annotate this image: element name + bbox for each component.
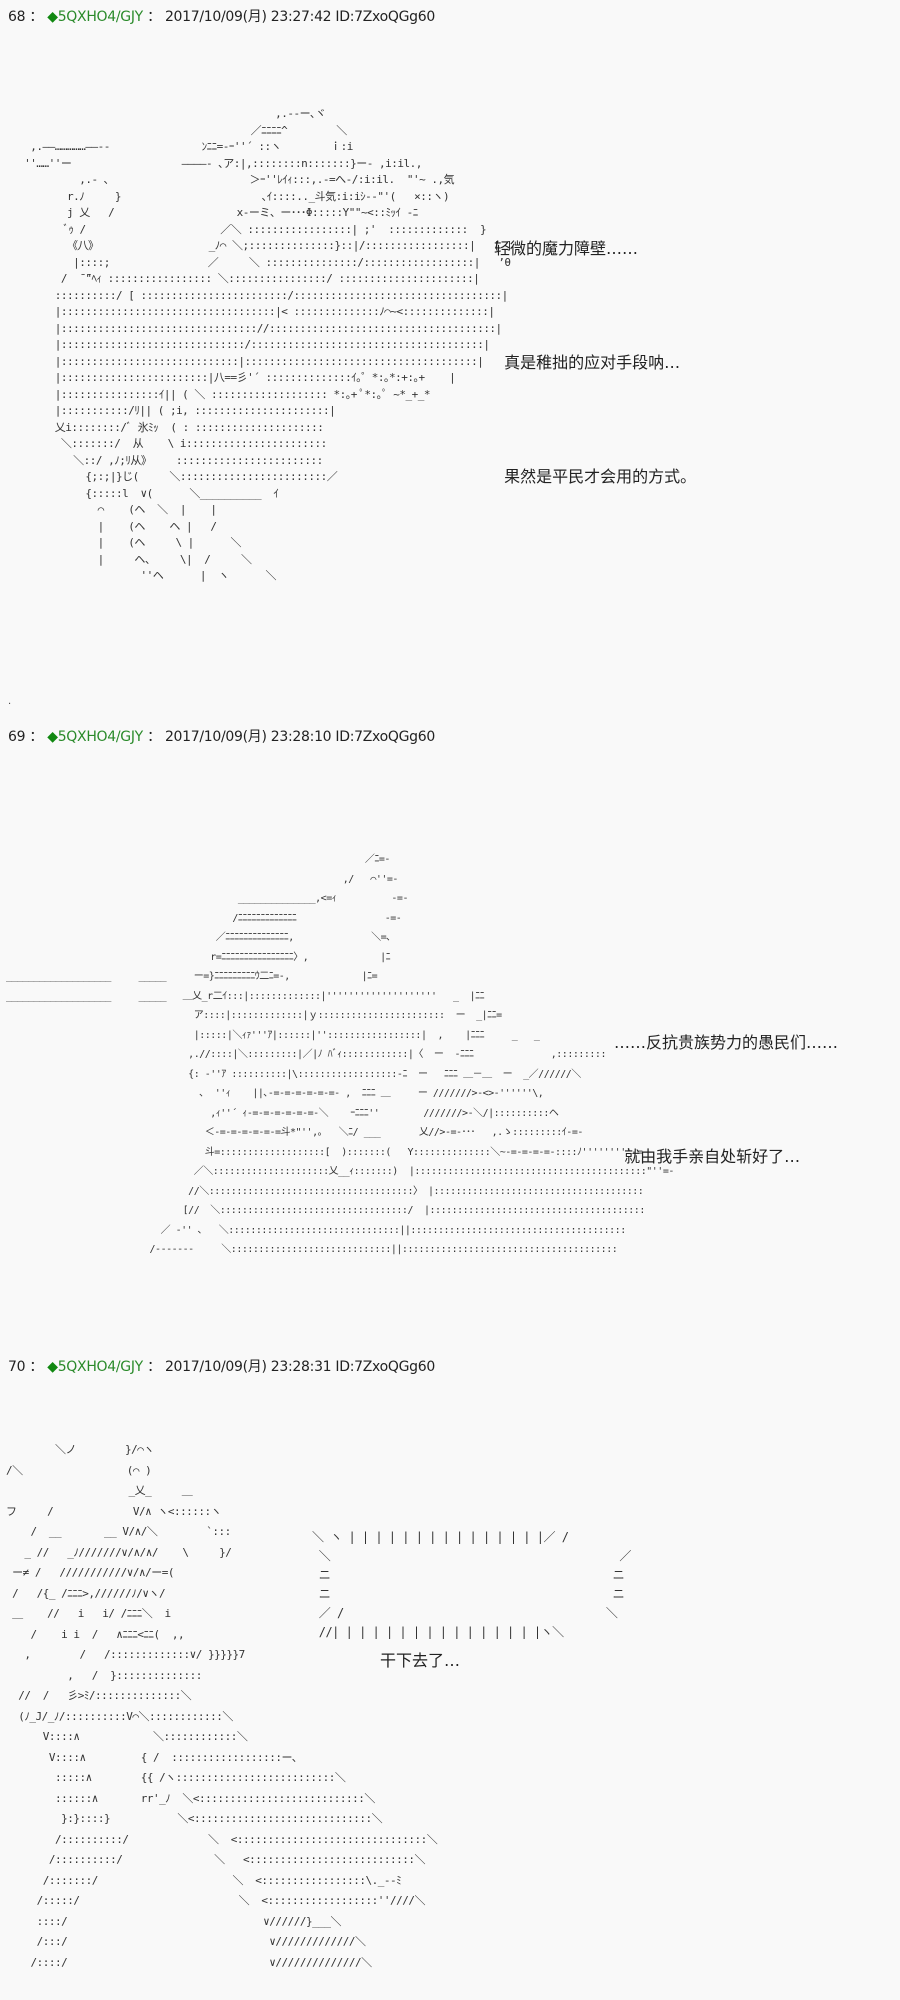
poster-trip[interactable]: 5QXHO4/GJY bbox=[57, 1359, 144, 1375]
dialogue-line: 就由我手亲自处斩好了… bbox=[614, 1147, 801, 1166]
dialogue-line: 真是稚拙的应对手段呐… bbox=[494, 353, 681, 372]
trip-diamond-icon: ◆ bbox=[47, 9, 58, 25]
post-datetime-id: 2017/10/09(月) 23:27:42 ID:7ZxoQGg60 bbox=[164, 9, 435, 25]
separator: ： bbox=[147, 729, 161, 745]
separator: ： bbox=[29, 729, 44, 745]
trip-diamond-icon: ◆ bbox=[47, 1359, 58, 1375]
separator: ： bbox=[29, 1359, 44, 1375]
post-number: 68 bbox=[8, 9, 26, 25]
post-header: 70 ： ◆5QXHO4/GJY ： 2017/10/09(月) 23:28:3… bbox=[8, 1356, 435, 1376]
dialogue-line: 轻微的魔力障壁…… bbox=[494, 239, 639, 258]
dialogue-line: ……反抗贵族势力的愚民们…… bbox=[614, 1033, 839, 1052]
dialogue-line: 果然是平民才会用的方式。 bbox=[494, 467, 697, 486]
post-number: 69 bbox=[8, 729, 26, 745]
post-datetime-id: 2017/10/09(月) 23:28:10 ID:7ZxoQGg60 bbox=[164, 729, 435, 745]
poster-trip[interactable]: 5QXHO4/GJY bbox=[57, 729, 144, 745]
dialogue: ……反抗贵族势力的愚民们…… 就由我手亲自处斩好了… bbox=[614, 948, 838, 1214]
post-number: 70 bbox=[8, 1359, 26, 1375]
dialogue: 轻微的魔力障壁…… 真是稚拙的应对手段呐… 果然是平民才会用的方式。 bbox=[494, 154, 696, 534]
separator: ： bbox=[147, 1359, 161, 1375]
speech-burst: ＼ ヽ | | | | | | | | | | | | | | |／ / ＼ ／… bbox=[312, 1530, 631, 1639]
separator-dot: . bbox=[8, 696, 12, 707]
poster-trip[interactable]: 5QXHO4/GJY bbox=[57, 9, 144, 25]
dialogue: 干下去了… bbox=[380, 1566, 460, 1718]
dialogue-line: 干下去了… bbox=[380, 1651, 461, 1670]
separator: ： bbox=[147, 9, 161, 25]
post-header: 69 ： ◆5QXHO4/GJY ： 2017/10/09(月) 23:28:1… bbox=[8, 726, 435, 746]
trip-diamond-icon: ◆ bbox=[47, 729, 58, 745]
post-datetime-id: 2017/10/09(月) 23:28:31 ID:7ZxoQGg60 bbox=[164, 1359, 435, 1375]
ascii-art: ,.--ー､ヾ ／ﾆﾆﾆﾆ^ ＼ ,.――……………――-- ﾝﾆﾆ=-ｰ''´… bbox=[24, 107, 512, 582]
separator: ： bbox=[29, 9, 44, 25]
ascii-art: ＼ノ }/⌒ヽ /＼ (⌒ ) _乂_ ＿ フ / V/∧ ヽ<::::::ヽ … bbox=[6, 1443, 438, 1969]
post-header: 68 ： ◆5QXHO4/GJY ： 2017/10/09(月) 23:27:4… bbox=[8, 6, 435, 26]
ascii-art: ／ﾆ=- ,/ ⌒''=- ______________,<=ｨ -=- /ﾆﾆ… bbox=[6, 854, 674, 1255]
